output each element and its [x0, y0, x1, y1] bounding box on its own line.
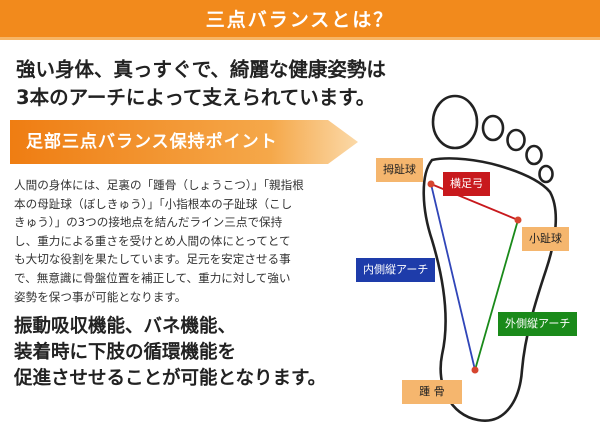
page-title: 三点バランスとは？	[205, 9, 395, 31]
big-toe-ball-point	[427, 180, 435, 188]
banner-arrow-shape	[10, 120, 358, 164]
label-heel: 踵 骨	[402, 380, 462, 404]
label-big-toe-ball: 拇趾球	[376, 158, 423, 182]
section-title: 足部三点バランス保持ポイント	[26, 132, 278, 152]
label-outer-arch: 外側縦アーチ	[498, 312, 578, 336]
inner-arch-line	[430, 183, 476, 371]
heel-point	[471, 366, 479, 374]
toe-big-icon	[431, 94, 479, 150]
toe-second-icon	[481, 114, 505, 142]
description-line: も大切な役割を果たしています。足元を安定させる事	[14, 252, 291, 267]
headline-line-1: 強い身体、真っすぐで、綺麗な健康姿勢は	[16, 58, 386, 81]
feature-statement: 振動吸収機能、バネ機能、 装着時に下肢の循環機能を 促進させせることが可能となり…	[14, 314, 374, 392]
label-transverse-arch: 横足弓	[443, 172, 490, 196]
description-line: 人間の身体には、足裏の「踵骨（しょうこつ）」「親指根	[14, 178, 304, 192]
description-line: きゅう）」の3つの接地点を結んだライン三点で保持	[14, 215, 283, 230]
small-toe-ball-point	[514, 216, 522, 224]
headline-line-2: 3本のアーチによって支えられています。	[16, 86, 376, 109]
sole-outline-icon	[422, 157, 558, 422]
feature-line-2: 装着時に下肢の循環機能を	[14, 342, 237, 363]
label-small-toe-ball: 小趾球	[522, 227, 569, 251]
toe-little-icon	[538, 164, 554, 184]
feature-line-3: 促進させせることが可能となります。	[14, 368, 327, 389]
description-line: 本の母趾球（ぼしきゅう）」「小指根本の子趾球（こし	[14, 196, 293, 211]
description-line: で、無意識に骨盤位置を補正して、重力に対して強い	[14, 270, 291, 285]
foot-diagram: 拇趾球 横足弓 小趾球 内側縦アーチ 外側縦アーチ 踵 骨	[350, 80, 600, 430]
description-line: し、重力による重さを受けとめ人間の体にとってとて	[14, 233, 291, 248]
headline: 強い身体、真っすぐで、綺麗な健康姿勢は 3本のアーチによって支えられています。	[16, 56, 416, 112]
foot-outline-drawing	[422, 94, 558, 422]
outer-arch-line	[474, 219, 519, 371]
description-line: 姿勢を保つ事が可能となります。	[14, 289, 187, 304]
title-bar: 三点バランスとは？	[0, 0, 600, 40]
toe-fourth-icon	[525, 144, 543, 166]
feature-line-1: 振動吸収機能、バネ機能、	[14, 316, 237, 337]
toe-third-icon	[506, 128, 526, 152]
section-banner: 足部三点バランス保持ポイント	[10, 120, 358, 164]
label-inner-arch: 内側縦アーチ	[356, 258, 436, 282]
description-paragraph: 人間の身体には、足裏の「踵骨（しょうこつ）」「親指根 本の母趾球（ぼしきゅう）」…	[14, 176, 359, 306]
